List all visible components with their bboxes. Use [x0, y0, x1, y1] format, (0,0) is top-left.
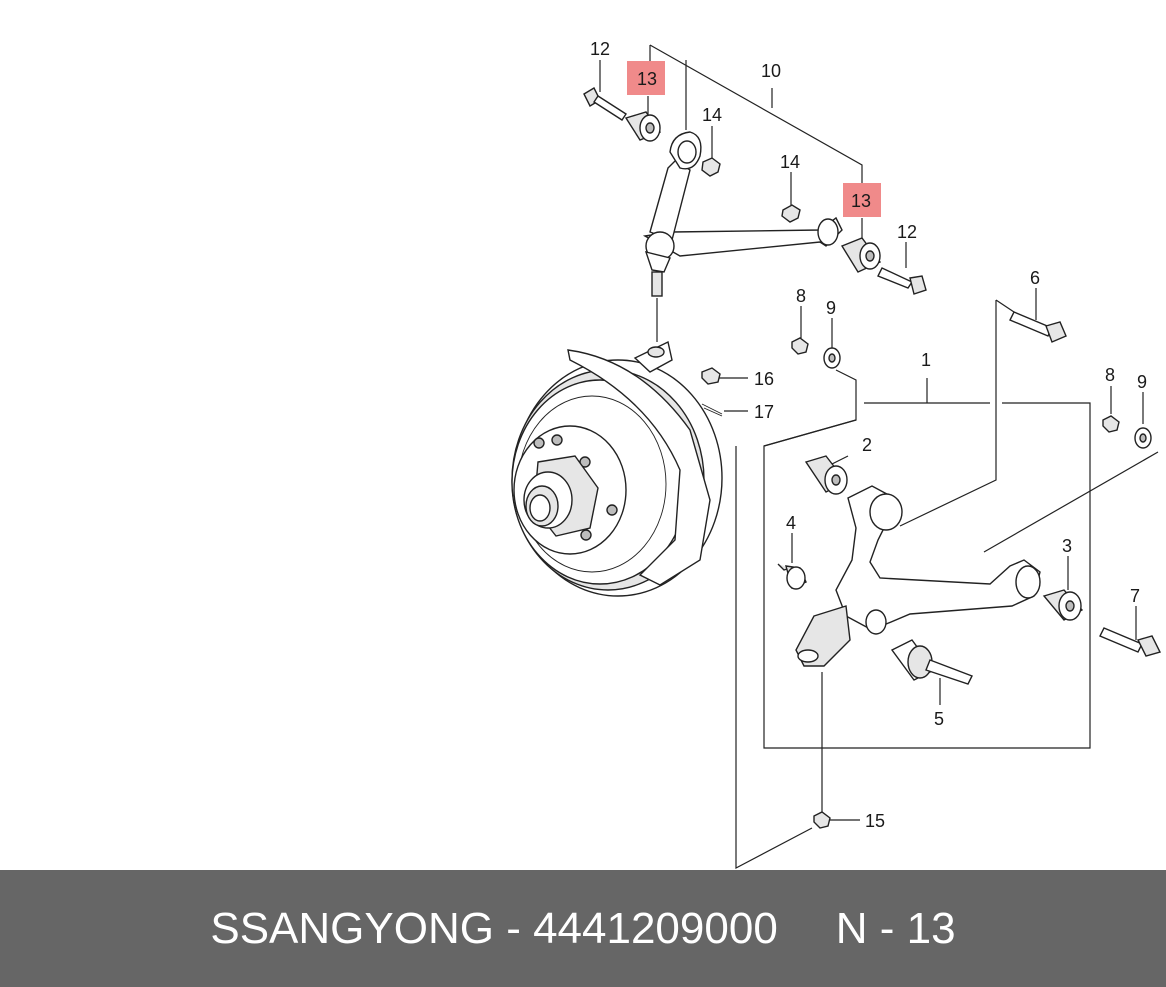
- diagram-reference: N - 13: [835, 903, 956, 953]
- bolt-7: [1099, 627, 1162, 657]
- bushing-13-right: [840, 237, 882, 273]
- upper-control-arm: [642, 131, 843, 297]
- washer-9-left: [823, 347, 841, 369]
- callout-12-right: 12: [897, 222, 917, 242]
- callout-9-right: 9: [1137, 372, 1147, 392]
- nut-8-right: [1102, 415, 1120, 433]
- callout-13-right: 13: [851, 191, 871, 211]
- callout-10: 10: [761, 61, 781, 81]
- callout-17: 17: [754, 402, 774, 422]
- brand-part-number: SSANGYONG - 4441209000: [210, 903, 778, 953]
- callout-6: 6: [1030, 268, 1040, 288]
- bushing-2: [804, 455, 848, 495]
- footer-caption-bar: SSANGYONG - 4441209000 N - 13: [0, 870, 1166, 987]
- callout-labels: 12 13 10 14 14 13 12 6 8 9 1 16 8 9 17 2…: [590, 39, 1147, 831]
- callout-7: 7: [1130, 586, 1140, 606]
- callout-14-upper: 14: [702, 105, 722, 125]
- ball-joint-5: [890, 639, 973, 685]
- cotter-pin-17: [701, 403, 723, 417]
- suspension-parts-diagram: 12 13 10 14 14 13 12 6 8 9 1 16 8 9 17 2…: [511, 39, 1162, 869]
- callout-9-left: 9: [826, 298, 836, 318]
- callout-13-left-highlight: [627, 61, 665, 95]
- leader-lines: [599, 44, 1159, 869]
- bushing-3: [1042, 589, 1084, 621]
- callout-16: 16: [754, 369, 774, 389]
- callout-8-left: 8: [796, 286, 806, 306]
- callout-14-lower: 14: [780, 152, 800, 172]
- bolt-12-right: [877, 267, 927, 295]
- bushing-13-left: [624, 111, 662, 142]
- callout-8-right: 8: [1105, 365, 1115, 385]
- callout-1: 1: [921, 350, 931, 370]
- nut-8-left: [791, 337, 809, 355]
- callout-15: 15: [865, 811, 885, 831]
- nut-14-upper: [701, 157, 721, 177]
- bolt-6: [1009, 311, 1067, 343]
- callout-5: 5: [934, 709, 944, 729]
- callout-2: 2: [862, 435, 872, 455]
- nut-14-lower: [781, 204, 801, 223]
- bolt-12-left: [583, 87, 627, 121]
- lower-control-arm: [795, 485, 1041, 667]
- bump-stop-4: [777, 563, 807, 590]
- callout-13-left: 13: [637, 69, 657, 89]
- brake-disc-hub: [511, 340, 723, 597]
- nut-15: [813, 811, 831, 829]
- callout-12-left: 12: [590, 39, 610, 59]
- castle-nut-16: [701, 367, 721, 385]
- callout-4: 4: [786, 513, 796, 533]
- washer-9-right: [1134, 427, 1152, 449]
- callout-13-right-highlight: [843, 183, 881, 217]
- callout-3: 3: [1062, 536, 1072, 556]
